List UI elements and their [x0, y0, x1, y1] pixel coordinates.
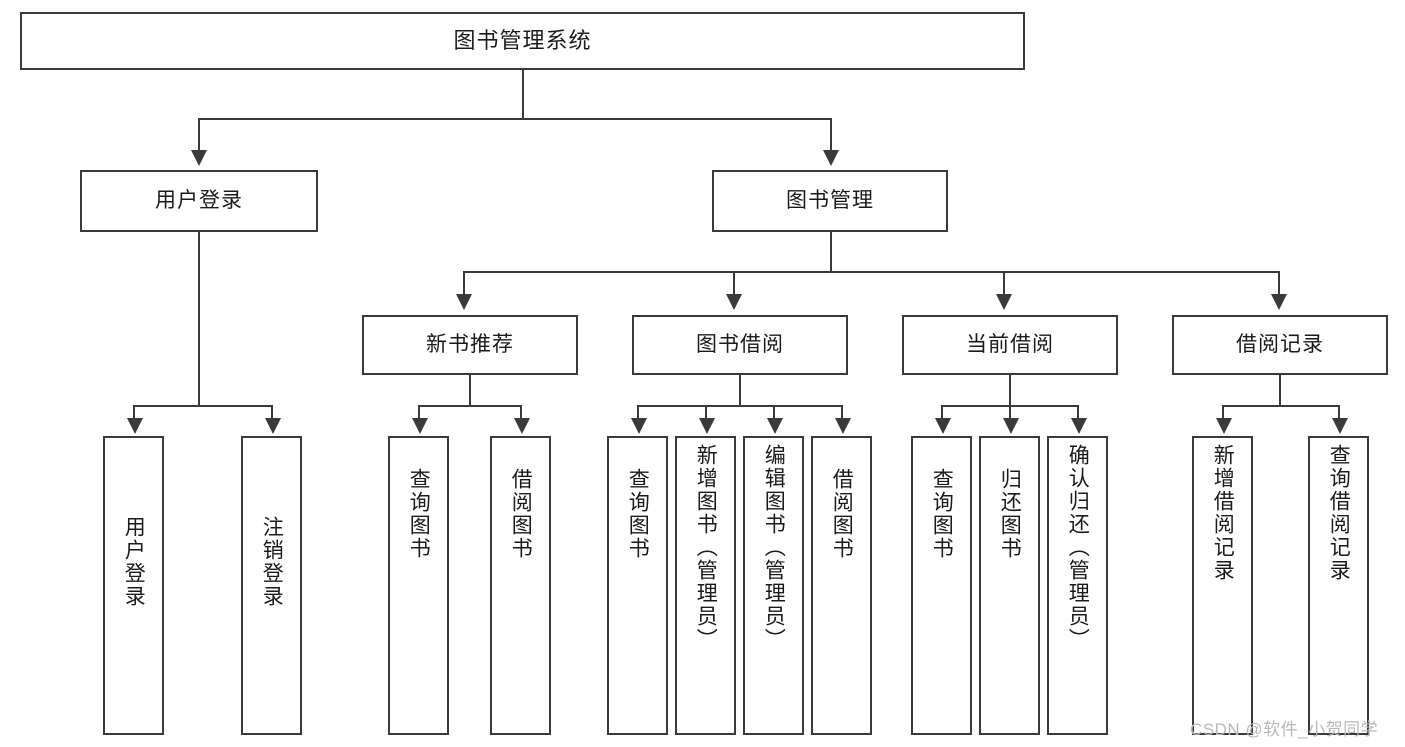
node-label: 借阅记录	[1236, 333, 1324, 357]
connector-drop-cb-leaf-3	[1077, 405, 1079, 421]
connector-drop-bb-leaf-4	[841, 405, 843, 421]
leaf-edit-book-admin[interactable]: 编辑图书（管理员）	[743, 436, 804, 735]
connector-drop-book-management	[830, 118, 832, 152]
node-label: 借阅图书	[509, 468, 533, 560]
node-label: 图书管理	[786, 189, 874, 213]
connector-current-borrow-stem	[1009, 375, 1011, 405]
arrowhead-book-management	[823, 150, 839, 166]
arrowhead-bb-leaf-4	[835, 418, 851, 434]
node-label: 图书管理系统	[453, 27, 592, 53]
node-root-book-management-system[interactable]: 图书管理系统	[20, 12, 1025, 70]
arrowhead-br-leaf-1	[1216, 418, 1232, 434]
leaf-query-borrow-record[interactable]: 查询借阅记录	[1308, 436, 1369, 735]
connector-user-login-bus	[133, 405, 273, 407]
connector-drop-bb-leaf-1	[637, 405, 639, 421]
connector-drop-current-borrow	[1003, 271, 1005, 297]
node-label: 图书借阅	[696, 333, 784, 357]
node-book-borrow[interactable]: 图书借阅	[632, 315, 848, 375]
connector-drop-bb-leaf-2	[705, 405, 707, 421]
connector-root-bus	[198, 118, 832, 120]
arrowhead-cb-leaf-2	[1003, 418, 1019, 434]
leaf-logout[interactable]: 注销登录	[241, 436, 302, 735]
node-label: 新增借阅记录	[1211, 444, 1235, 582]
connector-user-login-stem	[198, 232, 200, 405]
arrowhead-new-book	[456, 294, 472, 310]
node-label: 查询图书	[407, 468, 431, 560]
arrowhead-nb-leaf-2	[514, 418, 530, 434]
node-label: 新增图书（管理员）	[694, 444, 718, 651]
leaf-query-books-recommend[interactable]: 查询图书	[388, 436, 449, 735]
node-label: 新书推荐	[426, 333, 514, 357]
arrowhead-nb-leaf-1	[412, 418, 428, 434]
leaf-confirm-return-admin[interactable]: 确认归还（管理员）	[1047, 436, 1108, 735]
connector-drop-cb-leaf-2	[1009, 405, 1011, 421]
node-label: 编辑图书（管理员）	[762, 444, 786, 651]
leaf-return-books[interactable]: 归还图书	[979, 436, 1040, 735]
connector-drop-br-leaf-1	[1222, 405, 1224, 421]
connector-drop-borrow-records	[1278, 271, 1280, 297]
connector-borrow-records-bus	[1222, 405, 1338, 407]
node-label: 查询借阅记录	[1327, 444, 1351, 582]
arrowhead-user-login	[191, 150, 207, 166]
node-label: 用户登录	[122, 516, 146, 608]
connector-drop-book-borrow	[733, 271, 735, 297]
watermark-text: CSDN @软件_小贺同学	[1190, 720, 1379, 739]
arrowhead-bb-leaf-2	[699, 418, 715, 434]
arrowhead-bb-leaf-3	[767, 418, 783, 434]
node-book-management[interactable]: 图书管理	[712, 170, 948, 232]
arrowhead-leaf-logout	[265, 418, 281, 434]
leaf-add-book-admin[interactable]: 新增图书（管理员）	[675, 436, 736, 735]
connector-drop-new-book	[463, 271, 465, 297]
arrowhead-borrow-records	[1271, 294, 1287, 310]
connector-drop-user-login	[198, 118, 200, 152]
arrowhead-book-borrow	[726, 294, 742, 310]
connector-new-book-bus	[418, 405, 522, 407]
connector-book-borrow-stem	[739, 375, 741, 405]
leaf-borrow-books[interactable]: 借阅图书	[811, 436, 872, 735]
connector-book-borrow-bus	[637, 405, 842, 407]
leaf-borrow-books-recommend[interactable]: 借阅图书	[490, 436, 551, 735]
arrowhead-cb-leaf-1	[935, 418, 951, 434]
leaf-query-books-borrow[interactable]: 查询图书	[607, 436, 668, 735]
connector-drop-cb-leaf-1	[941, 405, 943, 421]
arrowhead-cb-leaf-3	[1071, 418, 1087, 434]
arrowhead-current-borrow	[996, 294, 1012, 310]
leaf-user-login[interactable]: 用户登录	[103, 436, 164, 735]
arrowhead-leaf-user-login	[127, 418, 143, 434]
connector-drop-bb-leaf-3	[773, 405, 775, 421]
connector-drop-nb-leaf-1	[418, 405, 420, 421]
node-borrow-records[interactable]: 借阅记录	[1172, 315, 1388, 375]
node-label: 查询图书	[626, 468, 650, 560]
node-label: 注销登录	[260, 516, 284, 608]
connector-book-management-stem	[830, 232, 832, 271]
node-user-login[interactable]: 用户登录	[80, 170, 318, 232]
connector-drop-nb-leaf-2	[520, 405, 522, 421]
node-label: 查询图书	[930, 468, 954, 560]
connector-borrow-records-stem	[1279, 375, 1281, 405]
node-label: 当前借阅	[966, 333, 1054, 357]
connector-drop-br-leaf-2	[1338, 405, 1340, 421]
arrowhead-bb-leaf-1	[631, 418, 647, 434]
connector-root-stem	[522, 70, 524, 118]
node-label: 确认归还（管理员）	[1066, 444, 1090, 651]
node-label: 归还图书	[998, 468, 1022, 560]
arrowhead-br-leaf-2	[1332, 418, 1348, 434]
connector-drop-leaf-user-login	[133, 405, 135, 421]
leaf-query-books-current[interactable]: 查询图书	[911, 436, 972, 735]
leaf-add-borrow-record[interactable]: 新增借阅记录	[1192, 436, 1253, 735]
connector-level3-bus	[463, 271, 1280, 273]
connector-drop-leaf-logout	[271, 405, 273, 421]
node-current-borrow[interactable]: 当前借阅	[902, 315, 1118, 375]
node-label: 借阅图书	[830, 468, 854, 560]
node-new-book-recommend[interactable]: 新书推荐	[362, 315, 578, 375]
node-label: 用户登录	[155, 189, 243, 213]
connector-new-book-stem	[469, 375, 471, 405]
